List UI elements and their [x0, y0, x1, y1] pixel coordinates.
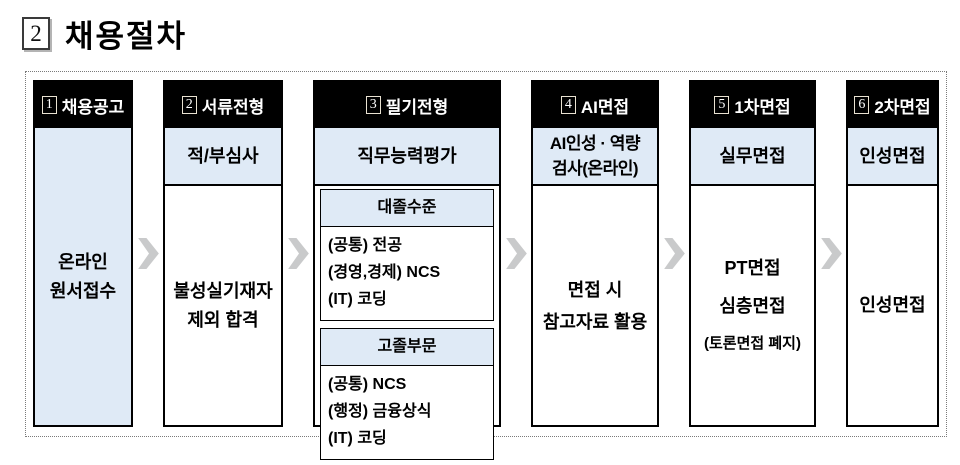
flow-arrow-icon: [820, 238, 842, 269]
stage-1-header: 1 채용공고: [35, 82, 131, 128]
stage-column-first-interview: 5 1차면접 실무면접 PT면접 심층면접 (토론면접 폐지): [689, 80, 816, 427]
stage-2-body-line: 불성실기재자: [173, 280, 273, 301]
stage-3-title: 필기전형: [385, 97, 449, 117]
stage-2-title: 서류전형: [201, 97, 265, 117]
stage-1-number: 1: [41, 96, 57, 114]
stage-5-header: 5 1차면접: [691, 82, 814, 128]
stage-5-body: PT면접 심층면접 (토론면접 폐지): [691, 186, 814, 425]
stage-3-body: 대졸수준 (공통) 전공 (경영,경제) NCS (IT) 코딩 고졸부문 (공…: [315, 186, 499, 465]
flow-arrow-icon: [287, 238, 309, 269]
track-line: (경영,경제) NCS: [328, 264, 441, 281]
stage-column-ai-interview: 4 AI면접 AI인성 · 역량 검사(온라인) 면접 시 참고자료 활용: [531, 80, 659, 427]
stage-6-header: 6 2차면접: [848, 82, 937, 128]
stage-5-subheader: 실무면접: [691, 128, 814, 186]
stage-column-written-test: 3 필기전형 직무능력평가 대졸수준 (공통) 전공 (경영,경제) NCS (…: [313, 80, 501, 460]
track-box-highschool-level: 고졸부문 (공통) NCS (행정) 금융상식 (IT) 코딩: [320, 328, 494, 460]
flow-gap: [659, 80, 689, 427]
stage-column-second-interview: 6 2차면접 인성면접 인성면접: [846, 80, 939, 427]
stage-6-subheader: 인성면접: [848, 128, 937, 186]
stage-5-body-line: PT면접: [724, 257, 781, 278]
stage-2-header: 2 서류전형: [165, 82, 281, 128]
stage-3-number: 3: [365, 96, 381, 114]
stage-6-number: 6: [854, 96, 870, 114]
process-flow-diagram: 1 채용공고 온라인 원서접수 2 서류전형 적/부심사 불성실기재자 제외 합…: [25, 71, 947, 460]
stage-6-title: 2차면접: [874, 97, 931, 117]
stage-1-body: 온라인 원서접수: [35, 128, 131, 425]
stage-5-body-line: 심층면접: [719, 295, 786, 316]
track-line: (공통) 전공: [328, 237, 402, 254]
flow-arrow-icon: [663, 238, 685, 269]
stage-4-subheader: AI인성 · 역량 검사(온라인): [533, 128, 657, 186]
track-line: (IT) 코딩: [328, 291, 387, 308]
track-title: 고졸부문: [321, 329, 493, 366]
track-line: (IT) 코딩: [328, 430, 387, 447]
stage-4-title: AI면접: [580, 97, 630, 117]
flow-gap: [816, 80, 846, 427]
track-box-college-level: 대졸수준 (공통) 전공 (경영,경제) NCS (IT) 코딩: [320, 189, 494, 321]
track-lines: (공통) 전공 (경영,경제) NCS (IT) 코딩: [321, 227, 493, 320]
stage-2-body: 불성실기재자 제외 합격: [165, 186, 281, 425]
track-title: 대졸수준: [321, 190, 493, 227]
stage-4-subheader-line: AI인성 · 역량: [549, 134, 641, 153]
page-title-number-box: 2: [22, 17, 50, 50]
stage-column-document-screening: 2 서류전형 적/부심사 불성실기재자 제외 합격: [163, 80, 283, 427]
flow-gap: [501, 80, 531, 427]
stage-4-subheader-line: 검사(온라인): [551, 159, 639, 178]
track-line: (공통) NCS: [328, 376, 407, 393]
flow-gap: [133, 80, 163, 427]
page-title-text: 채용절차: [65, 19, 188, 54]
stage-3-header: 3 필기전형: [315, 82, 499, 128]
stage-2-number: 2: [181, 96, 197, 114]
stage-5-body-line: (토론면접 폐지): [704, 334, 801, 352]
stage-1-title: 채용공고: [61, 97, 125, 117]
track-lines: (공통) NCS (행정) 금융상식 (IT) 코딩: [321, 366, 493, 459]
flow-gap: [283, 80, 313, 427]
stage-1-body-line: 온라인: [58, 251, 108, 272]
flow-arrow-icon: [505, 238, 527, 269]
track-line: (행정) 금융상식: [328, 403, 432, 420]
stage-4-number: 4: [560, 96, 576, 114]
stage-2-subheader: 적/부심사: [165, 128, 281, 186]
stage-1-body-line: 원서접수: [49, 280, 117, 301]
stage-4-body-line: 참고자료 활용: [542, 311, 648, 332]
stage-2-body-line: 제외 합격: [187, 309, 259, 330]
stage-4-body-line: 면접 시: [567, 279, 623, 300]
stage-6-body-line: 인성면접: [859, 295, 926, 315]
stage-column-announcement: 1 채용공고 온라인 원서접수: [33, 80, 133, 427]
flow-arrow-icon: [137, 238, 159, 269]
stage-4-header: 4 AI면접: [533, 82, 657, 128]
stage-4-body: 면접 시 참고자료 활용: [533, 186, 657, 425]
stage-3-subheader: 직무능력평가: [315, 128, 499, 186]
stage-5-title: 1차면접: [734, 97, 791, 117]
stage-5-number: 5: [714, 96, 730, 114]
page-title: 2 채용절차: [22, 11, 187, 56]
stage-6-body: 인성면접: [848, 186, 937, 425]
